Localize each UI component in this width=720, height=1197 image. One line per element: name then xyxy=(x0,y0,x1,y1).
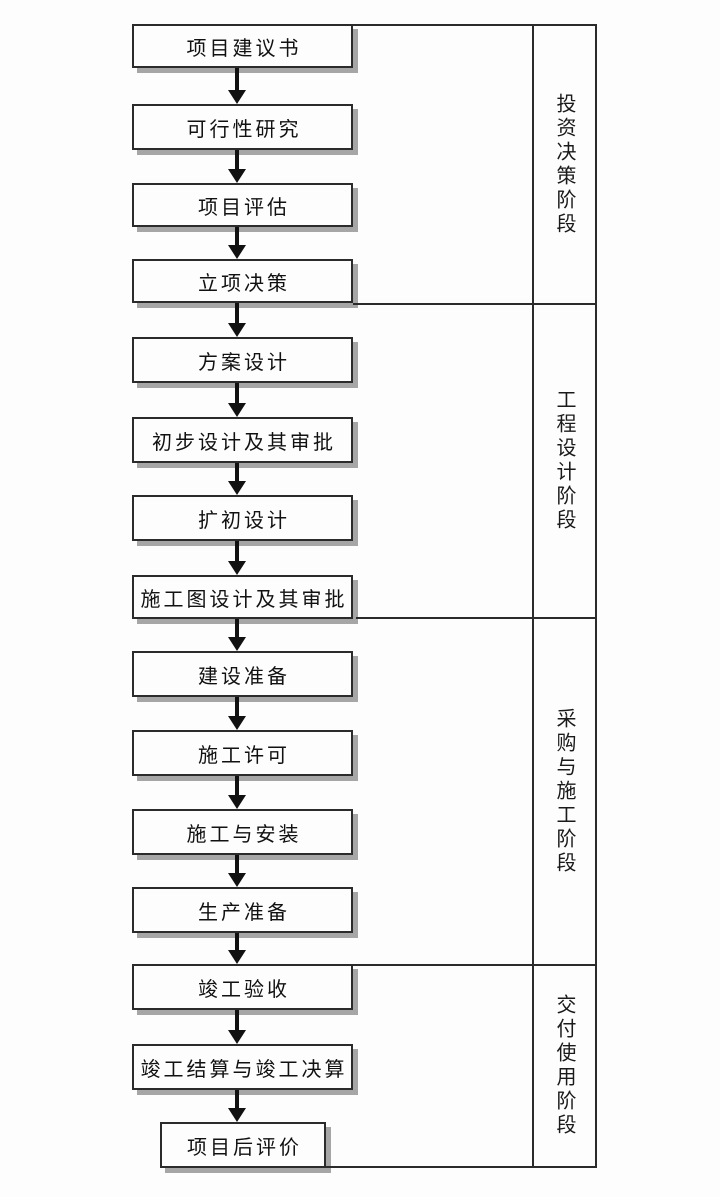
flow-step-box-completion-settlement: 竣工结算与竣工决算 xyxy=(132,1044,353,1090)
flow-step-box-scheme-design: 方案设计 xyxy=(132,337,353,383)
arrow-shaft xyxy=(235,541,239,563)
phase-divider-bottom xyxy=(324,1166,597,1168)
arrow-shaft xyxy=(235,463,239,483)
flow-step-box-post-project-evaluation: 项目后评价 xyxy=(160,1122,326,1168)
down-arrow xyxy=(228,933,246,964)
down-arrow xyxy=(228,383,246,417)
flow-step-box-construction-permit: 施工许可 xyxy=(132,730,353,776)
flow-step-box-project-evaluation: 项目评估 xyxy=(132,183,353,227)
flow-step-label: 扩初设计 xyxy=(198,509,290,532)
arrow-shaft xyxy=(235,303,239,325)
flow-step-label: 竣工结算与竣工决算 xyxy=(140,1058,348,1081)
flow-step-box-construction-installation: 施工与安装 xyxy=(132,809,353,855)
flow-step-box-preliminary-design: 初步设计及其审批 xyxy=(132,417,353,463)
phase-divider-2 xyxy=(356,617,597,619)
arrow-head-icon xyxy=(228,1030,246,1044)
down-arrow xyxy=(228,697,246,730)
flow-step-box-construction-drawing-design: 施工图设计及其审批 xyxy=(132,575,353,619)
down-arrow xyxy=(228,303,246,337)
flow-step-label: 立项决策 xyxy=(198,272,290,295)
down-arrow xyxy=(228,150,246,183)
phase-column-left-border xyxy=(532,24,534,1168)
flow-step-label: 施工许可 xyxy=(198,744,290,767)
flow-step-label: 项目后评价 xyxy=(187,1136,302,1159)
phase-label: 交付使用阶段 xyxy=(553,994,575,1138)
flow-step-label: 施工与安装 xyxy=(186,823,302,846)
arrow-shaft xyxy=(235,776,239,797)
arrow-head-icon xyxy=(228,561,246,575)
arrow-head-icon xyxy=(228,169,246,183)
flow-step-box-feasibility-study: 可行性研究 xyxy=(132,104,353,150)
flow-step-box-production-preparation: 生产准备 xyxy=(132,887,353,933)
down-arrow xyxy=(228,1090,246,1122)
down-arrow xyxy=(228,227,246,259)
down-arrow xyxy=(228,1010,246,1044)
flow-step-label: 项目评估 xyxy=(198,196,290,219)
arrow-shaft xyxy=(235,933,239,952)
flow-step-box-expanded-design: 扩初设计 xyxy=(132,495,353,541)
arrow-shaft xyxy=(235,697,239,718)
flow-step-label: 施工图设计及其审批 xyxy=(140,588,348,611)
phase-lane-procurement-construction: 采购与施工阶段 xyxy=(532,619,597,964)
phase-column-right-border xyxy=(595,24,597,1168)
flow-step-box-project-proposal: 项目建议书 xyxy=(132,24,353,68)
down-arrow xyxy=(228,541,246,575)
phase-lane-engineering-design: 工程设计阶段 xyxy=(532,305,597,617)
arrow-head-icon xyxy=(228,245,246,259)
phase-lane-handover-use: 交付使用阶段 xyxy=(532,966,597,1166)
arrow-shaft xyxy=(235,383,239,405)
arrow-shaft xyxy=(235,150,239,171)
flow-step-label: 可行性研究 xyxy=(186,118,302,141)
flow-step-box-approval-decision: 立项决策 xyxy=(132,259,353,303)
arrow-shaft xyxy=(235,855,239,875)
arrow-shaft xyxy=(235,619,239,639)
flow-step-box-completion-acceptance: 竣工验收 xyxy=(132,964,353,1010)
phase-divider-1 xyxy=(353,303,597,305)
arrow-head-icon xyxy=(228,481,246,495)
arrow-shaft xyxy=(235,227,239,247)
down-arrow xyxy=(228,619,246,651)
arrow-shaft xyxy=(235,68,239,92)
phase-label: 投资决策阶段 xyxy=(553,92,575,237)
down-arrow xyxy=(228,776,246,809)
arrow-head-icon xyxy=(228,716,246,730)
arrow-shaft xyxy=(235,1090,239,1110)
arrow-head-icon xyxy=(228,950,246,964)
arrow-head-icon xyxy=(228,795,246,809)
arrow-head-icon xyxy=(228,323,246,337)
arrow-shaft xyxy=(235,1010,239,1032)
phase-lane-investment-decision: 投资决策阶段 xyxy=(532,26,597,303)
phase-divider-top xyxy=(350,24,597,26)
phase-label: 采购与施工阶段 xyxy=(553,707,575,876)
flow-step-box-construction-preparation: 建设准备 xyxy=(132,651,353,697)
arrow-head-icon xyxy=(228,637,246,651)
flow-step-label: 方案设计 xyxy=(198,351,290,374)
arrow-head-icon xyxy=(228,403,246,417)
flow-step-label: 竣工验收 xyxy=(198,978,290,1001)
flow-step-label: 建设准备 xyxy=(198,665,290,688)
flow-step-label: 生产准备 xyxy=(198,901,290,924)
down-arrow xyxy=(228,68,246,104)
down-arrow xyxy=(228,855,246,887)
arrow-head-icon xyxy=(228,90,246,104)
arrow-head-icon xyxy=(228,873,246,887)
phase-label: 工程设计阶段 xyxy=(553,389,575,533)
flow-step-label: 项目建议书 xyxy=(186,37,302,60)
down-arrow xyxy=(228,463,246,495)
phase-divider-3 xyxy=(350,964,597,966)
flow-step-label: 初步设计及其审批 xyxy=(152,431,336,454)
arrow-head-icon xyxy=(228,1108,246,1122)
